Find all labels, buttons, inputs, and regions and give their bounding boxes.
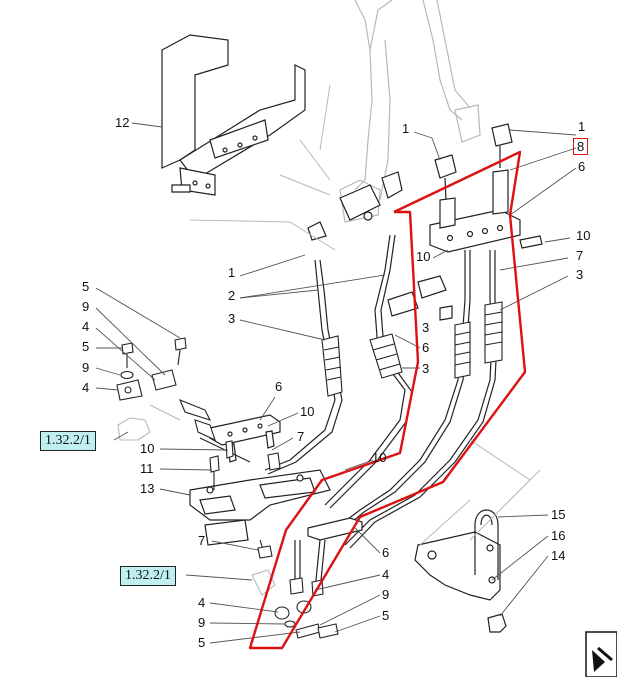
bracket-13 — [190, 470, 330, 545]
callout-1-top-a: 1 — [402, 121, 410, 136]
callout-9-a: 9 — [82, 299, 90, 314]
callout-5-b: 5 — [82, 339, 90, 354]
callout-3-mid: 3 — [422, 320, 430, 335]
pivot-block-right — [435, 124, 512, 200]
callout-9-bl: 9 — [198, 615, 206, 630]
callout-6-bottom: 6 — [382, 545, 390, 560]
callout-4-bl: 4 — [198, 595, 206, 610]
callout-1-left: 1 — [228, 265, 236, 280]
pivot-block-left — [308, 172, 402, 240]
bracket-12 — [162, 35, 305, 195]
callout-10-mid: 10 — [416, 249, 431, 264]
page-turn-icon[interactable] — [586, 632, 617, 677]
ghost-guides — [150, 85, 540, 545]
callout-6-lower: 6 — [275, 379, 283, 394]
callout-4-a: 4 — [82, 319, 90, 334]
callout-3-left: 3 — [228, 311, 236, 326]
bellows — [322, 302, 502, 396]
bracket-6-upper — [430, 170, 542, 252]
callout-3-mid-b: 3 — [422, 361, 430, 376]
ghost-lever-right — [423, 0, 480, 142]
callout-9-bottom: 9 — [382, 587, 390, 602]
callout-5-bottom: 5 — [382, 608, 390, 623]
callout-6-mid: 6 — [422, 340, 430, 355]
callout-3-right: 3 — [576, 267, 584, 282]
small-parts-middle — [210, 441, 280, 558]
callout-7-bottom: 7 — [198, 533, 206, 548]
callout-1-top-b: 1 — [578, 119, 586, 134]
callout-7-lower: 7 — [297, 429, 305, 444]
callout-12: 12 — [115, 115, 130, 130]
highlight-outline — [250, 152, 525, 648]
callout-11: 11 — [140, 461, 154, 476]
callout-15: 15 — [551, 507, 566, 522]
callout-4-b: 4 — [82, 380, 90, 395]
callout-6-right: 6 — [578, 159, 586, 174]
callout-9-b: 9 — [82, 360, 90, 375]
callout-5-bl: 5 — [198, 635, 206, 650]
callout-2-left: 2 — [228, 288, 236, 303]
leader-lines — [96, 123, 576, 643]
callout-10-right: 10 — [576, 228, 591, 243]
callout-10-center: 10 — [372, 450, 387, 465]
callout-8-highlighted: 8 — [573, 138, 589, 155]
callout-10-lower: 10 — [300, 404, 315, 419]
callout-13: 13 — [140, 481, 155, 496]
callout-4-bottom: 4 — [382, 567, 390, 582]
callout-7-right: 7 — [576, 248, 584, 263]
callout-14: 14 — [551, 548, 566, 563]
callout-16: 16 — [551, 528, 566, 543]
clamp-middle — [388, 276, 452, 320]
cables — [265, 235, 497, 548]
plate-bracket-right — [415, 510, 506, 632]
reference-link-a[interactable]: 1.32.2/1 — [40, 431, 96, 451]
small-parts-left — [117, 338, 250, 462]
reference-link-b[interactable]: 1.32.2/1 — [120, 566, 176, 586]
callout-5-a: 5 — [82, 279, 90, 294]
callout-10-left: 10 — [140, 441, 155, 456]
